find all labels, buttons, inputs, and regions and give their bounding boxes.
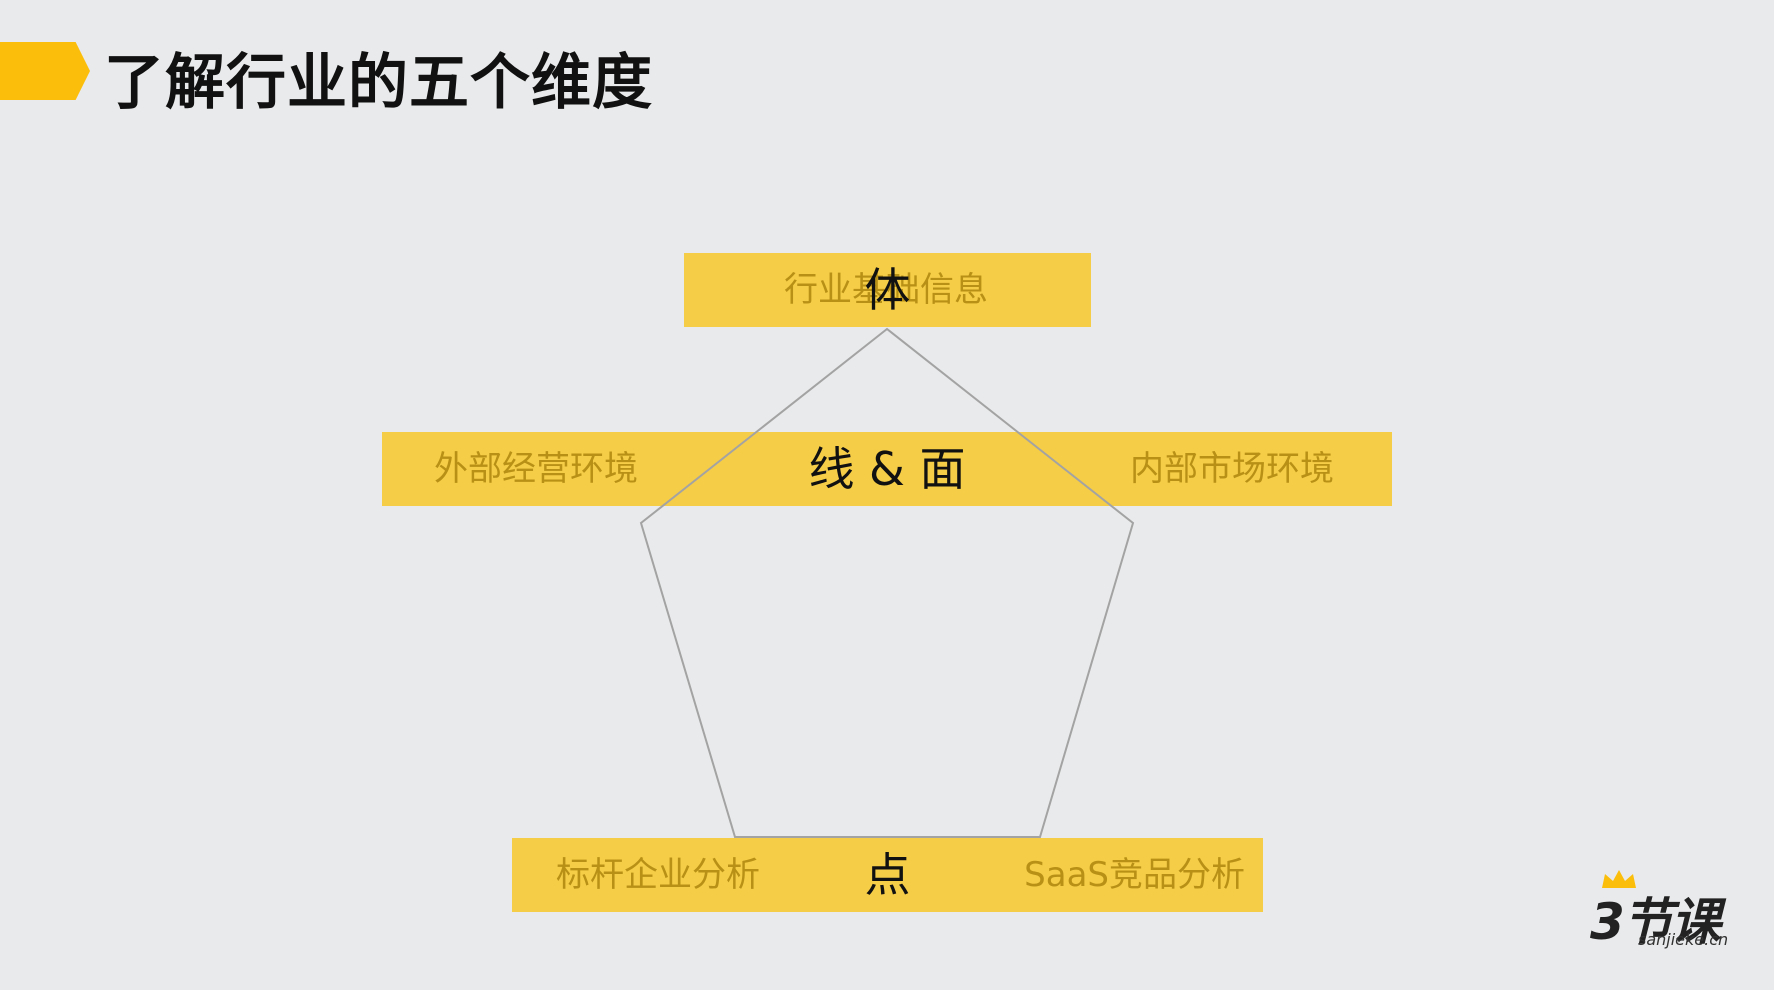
page-title: 了解行业的五个维度: [104, 48, 653, 118]
band-middle: 外部经营环境 线 & 面 内部市场环境: [382, 432, 1392, 506]
sanjieke-logo: 3节课 sanjieke.cn: [1590, 868, 1740, 958]
band-bottom: 标杆企业分析 点 SaaS竞品分析: [512, 838, 1263, 912]
label-benchmark-analysis: 标杆企业分析: [556, 855, 760, 895]
logo-wordmark: 3节课: [1590, 893, 1721, 951]
title-accent-tab: [0, 42, 90, 100]
crown-icon: [1602, 870, 1636, 888]
center-label-point: 点: [864, 848, 911, 902]
band-top: 行业基础信息 体: [684, 253, 1091, 327]
center-label-body: 体: [864, 263, 911, 317]
label-saas-competitor-analysis: SaaS竞品分析: [1024, 855, 1245, 895]
label-internal-market: 内部市场环境: [1130, 449, 1334, 489]
label-industry-basics: 行业基础信息: [784, 270, 988, 310]
logo-domain: sanjieke.cn: [1638, 930, 1729, 949]
label-external-environment: 外部经营环境: [434, 449, 638, 489]
